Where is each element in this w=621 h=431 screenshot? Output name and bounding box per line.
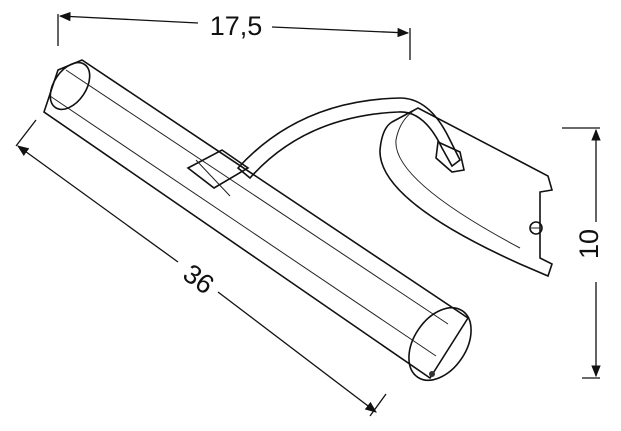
wall-mount [379, 107, 554, 278]
length-extension-line-bottom [369, 393, 387, 417]
arm-joint-bracket [435, 140, 465, 173]
light-tube-body [43, 59, 470, 380]
light-tube-near-end-cap [408, 306, 472, 382]
wall-mount-edge-highlight [395, 107, 521, 249]
width-dimension: 17,5 [57, 11, 411, 60]
height-dimension: 10 [562, 127, 604, 379]
width-dimension-line-right [271, 26, 410, 38]
support-arm-body [236, 97, 462, 180]
light-tube-highlight-line [65, 69, 449, 325]
width-dimension-line-left [58, 11, 199, 24]
height-dimension-label: 10 [574, 229, 604, 259]
wall-mount-plate [379, 107, 554, 278]
length-dimension: 36 [15, 119, 387, 417]
width-dimension-label: 17,5 [210, 11, 263, 41]
light-tube-collar-seam [195, 159, 231, 197]
length-dimension-line-lower [217, 291, 377, 413]
support-arm [236, 97, 462, 180]
light-tube-far-cap [49, 61, 91, 111]
light-tube-center-collar [186, 149, 250, 189]
mount-screw-icon [529, 221, 543, 235]
light-tube-shadow-line [49, 95, 437, 357]
length-extension-line-top [15, 119, 37, 147]
light-tube [43, 59, 472, 382]
length-dimension-line-upper [17, 145, 179, 263]
light-tube-end-screw-icon [429, 371, 435, 377]
length-dimension-label: 36 [178, 258, 220, 300]
